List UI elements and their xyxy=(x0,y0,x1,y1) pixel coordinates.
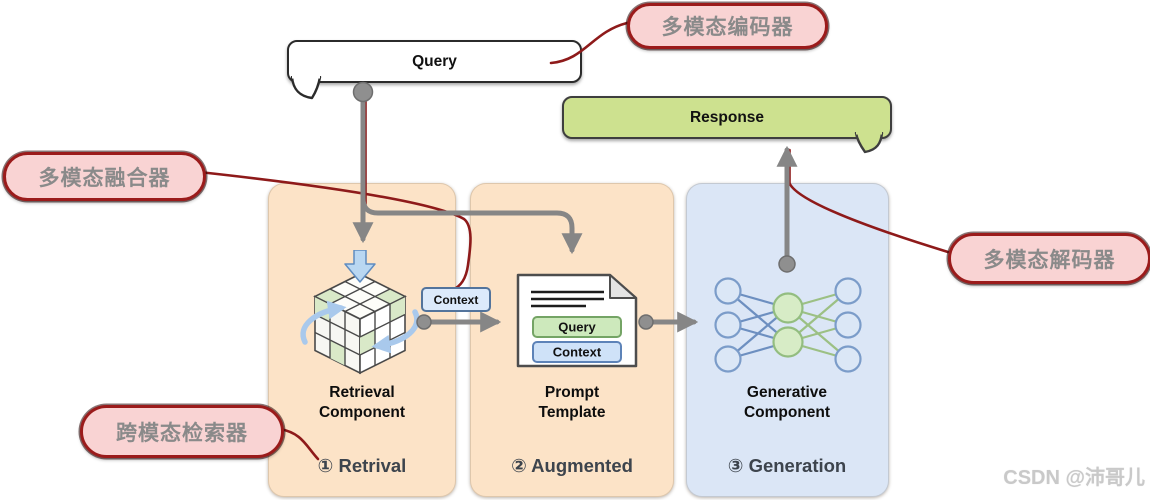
doc-query-badge xyxy=(532,316,622,338)
callout-multimodal-decoder: 多模态解码器 xyxy=(948,233,1150,284)
callout-retriever-label: 跨模态检索器 xyxy=(116,421,248,445)
context-float-badge-label: Context xyxy=(433,292,479,307)
response-bubble: Response xyxy=(562,96,892,139)
doc-text-lines xyxy=(531,290,604,308)
doc-query-badge-label: Query xyxy=(558,320,596,335)
step-augmented-label: ② Augmented xyxy=(511,455,633,476)
callout-multimodal-fusion: 多模态融合器 xyxy=(3,152,206,201)
doc-context-badge xyxy=(532,341,622,363)
callout-multimodal-encoder: 多模态编码器 xyxy=(627,3,828,49)
doc-context-badge-label: Context xyxy=(553,345,602,360)
step-retrieval-label: ① Retrival xyxy=(317,455,407,476)
generative-network-icon xyxy=(714,277,862,373)
prompt-template-label: Prompt Template xyxy=(538,384,606,422)
query-bubble-label: Query xyxy=(412,52,457,70)
callout-fusion-label: 多模态融合器 xyxy=(38,166,171,190)
callout-crossmodal-retriever: 跨模态检索器 xyxy=(80,405,284,458)
generative-component-label: Generative Component xyxy=(743,384,831,422)
callout-decoder-label: 多模态解码器 xyxy=(983,248,1116,272)
retrieval-component-label: Retrieval Component xyxy=(318,384,406,422)
query-bubble-tail xyxy=(290,76,322,100)
response-bubble-label: Response xyxy=(689,108,765,126)
retrieval-cube-icon xyxy=(300,250,420,375)
query-dot xyxy=(352,81,374,103)
step-generation-label: ③ Generation xyxy=(727,455,847,476)
csdn-watermark: CSDN @沛哥儿 xyxy=(1003,467,1145,489)
context-float-badge: Context xyxy=(421,287,491,312)
callout-encoder-label: 多模态编码器 xyxy=(661,16,794,39)
query-bubble: Query xyxy=(287,40,582,83)
prompt-template-doc-icon: Query Context xyxy=(516,273,638,368)
response-bubble-tail xyxy=(854,132,884,154)
